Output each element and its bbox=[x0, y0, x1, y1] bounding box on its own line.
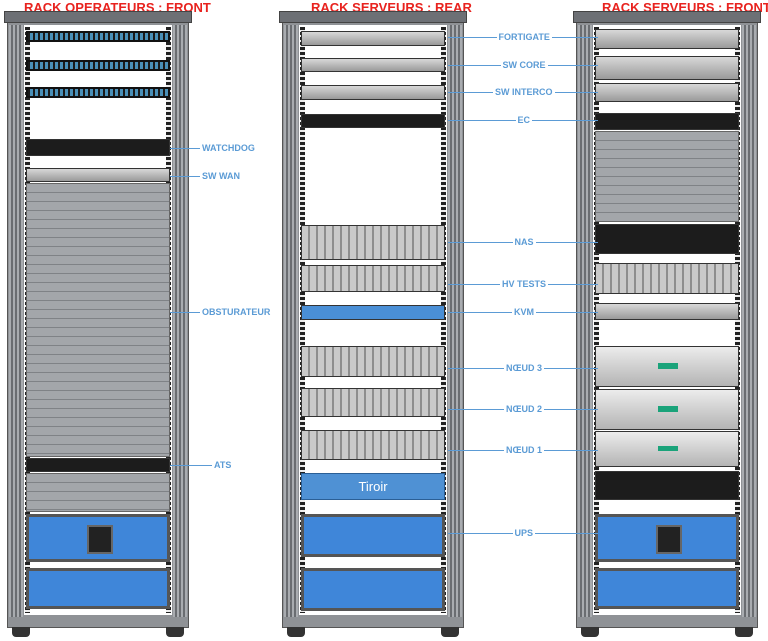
ups-rear bbox=[301, 514, 445, 557]
drawer-front bbox=[595, 471, 739, 500]
patch-panel bbox=[26, 60, 170, 71]
label-nas: NAS bbox=[512, 237, 536, 247]
sw-core-device bbox=[301, 58, 445, 72]
ats-device bbox=[26, 458, 170, 472]
noeud3-front bbox=[595, 346, 739, 387]
rack-top bbox=[279, 11, 467, 23]
noeud2-front bbox=[595, 389, 739, 430]
tiroir-drawer: Tiroir bbox=[301, 473, 445, 500]
hv-tests-device bbox=[301, 265, 445, 292]
mount-post-right bbox=[735, 27, 740, 613]
rack-foot bbox=[287, 627, 305, 637]
label-sw_core: SW CORE bbox=[500, 60, 548, 70]
connector-line bbox=[170, 148, 200, 149]
rack-rail-right bbox=[742, 25, 756, 617]
ups-front bbox=[595, 514, 739, 562]
blank-panels bbox=[595, 131, 739, 222]
rack-rail-left bbox=[578, 25, 592, 617]
rack-serveurs-rear: Tiroir bbox=[279, 11, 467, 637]
sw-wan-device bbox=[26, 168, 170, 182]
fortigate-device bbox=[301, 31, 445, 46]
nas-front bbox=[595, 224, 739, 254]
rack-top bbox=[573, 11, 761, 23]
connector-line bbox=[170, 176, 200, 177]
label-obsturateur: OBSTURATEUR bbox=[200, 307, 273, 317]
mount-post-left bbox=[300, 27, 305, 613]
sw-interco-front bbox=[595, 83, 739, 102]
rack-serveurs-front bbox=[573, 11, 761, 637]
noeud1-device bbox=[301, 430, 445, 460]
ups-battery bbox=[26, 568, 170, 609]
rack-foot bbox=[441, 627, 459, 637]
connector-line bbox=[170, 465, 212, 466]
label-noeud1: NŒUD 1 bbox=[504, 445, 545, 455]
noeud3-device bbox=[301, 346, 445, 377]
rack-rail-right bbox=[448, 25, 462, 617]
label-fortigate: FORTIGATE bbox=[496, 32, 552, 42]
label-sw_wan: SW WAN bbox=[200, 171, 242, 181]
rack-rail-right bbox=[173, 25, 187, 617]
ec-front bbox=[595, 113, 739, 130]
ups-battery-front bbox=[595, 568, 739, 609]
rack-rail-left bbox=[9, 25, 23, 617]
ups-display bbox=[655, 524, 683, 554]
patch-panel bbox=[26, 31, 170, 42]
label-sw_interco: SW INTERCO bbox=[493, 87, 555, 97]
sw-interco-device bbox=[301, 85, 445, 100]
rack-foot bbox=[166, 627, 184, 637]
rack-foot bbox=[581, 627, 599, 637]
patch-panel bbox=[26, 87, 170, 98]
kvm-front bbox=[595, 303, 739, 320]
nas-device bbox=[301, 225, 445, 260]
label-noeud3: NŒUD 3 bbox=[504, 363, 545, 373]
noeud2-device bbox=[301, 388, 445, 417]
label-kvm: KVM bbox=[512, 307, 536, 317]
hpe-logo bbox=[658, 446, 679, 452]
ups-device bbox=[26, 514, 170, 562]
obsturateur-panels bbox=[26, 183, 170, 457]
rack-operateurs-front bbox=[4, 11, 192, 637]
connector-line bbox=[170, 312, 200, 313]
ec-device bbox=[301, 114, 445, 128]
fortigate-front bbox=[595, 29, 739, 49]
label-ats: ATS bbox=[212, 460, 234, 470]
label-hv_tests: HV TESTS bbox=[500, 279, 549, 289]
hv-tests-front bbox=[595, 263, 739, 294]
mount-post-left bbox=[594, 27, 599, 613]
rack-top bbox=[4, 11, 192, 23]
watchdog-device bbox=[26, 139, 170, 156]
hpe-logo bbox=[658, 363, 679, 369]
label-ec: EC bbox=[515, 115, 533, 125]
ups-display bbox=[86, 524, 114, 554]
sw-core-front bbox=[595, 56, 739, 80]
label-watchdog: WATCHDOG bbox=[200, 143, 257, 153]
ups-battery-rear bbox=[301, 568, 445, 611]
hpe-logo bbox=[658, 406, 679, 412]
kvm-device bbox=[301, 305, 445, 320]
label-noeud2: NŒUD 2 bbox=[504, 404, 545, 414]
mount-post-right bbox=[441, 27, 446, 613]
label-ups: UPS bbox=[512, 528, 536, 538]
rack-rail-left bbox=[284, 25, 298, 617]
rack-foot bbox=[12, 627, 30, 637]
noeud1-front bbox=[595, 431, 739, 467]
blank-panels bbox=[26, 473, 170, 512]
rack-foot bbox=[735, 627, 753, 637]
